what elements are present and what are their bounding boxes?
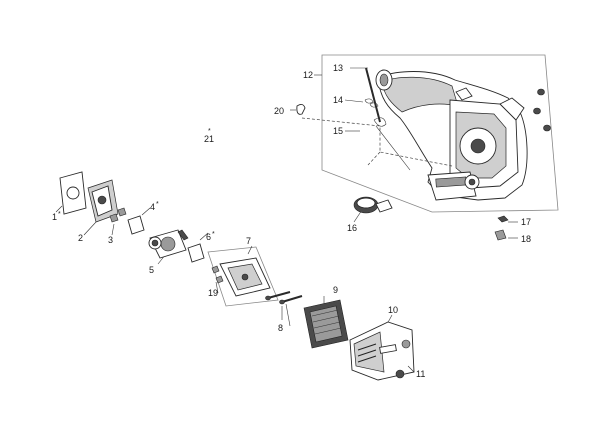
callout-18: 18 (521, 234, 531, 244)
screws-19 (211, 265, 224, 284)
callout-5: 5 (149, 265, 154, 275)
clip-20 (290, 103, 306, 115)
cap-16 (353, 196, 393, 223)
callout-16: 16 (347, 223, 357, 233)
callout-21: 21 (204, 134, 214, 144)
screw-17 (497, 215, 518, 223)
leader-lines (215, 74, 322, 327)
carburetor-5 (148, 229, 189, 265)
gasket-4 (127, 207, 151, 235)
air-filter-base-group (207, 245, 279, 307)
callout-21-star: * (208, 128, 211, 135)
callout-19: 19 (208, 288, 218, 298)
screw-3 (109, 207, 127, 236)
callout-2: 2 (78, 233, 83, 243)
callout-7: 7 (246, 236, 251, 246)
filter-cover-10 (349, 314, 415, 381)
gasket-6 (187, 232, 209, 263)
cable-route-dashed (301, 117, 453, 167)
callout-8: 8 (278, 323, 283, 333)
cable-15 (345, 117, 411, 171)
callout-1: 1 (52, 212, 57, 222)
callout-4: 4 (150, 202, 155, 212)
spring-14 (344, 98, 379, 108)
callout-15: 15 (333, 126, 343, 136)
callout-6-star: * (212, 231, 215, 238)
callout-9: 9 (333, 285, 338, 295)
air-filter-9 (303, 296, 349, 349)
callout-numbers: 1 * 2 3 4 * 5 6 * 7 8 9 10 11 12 13 14 1… (52, 63, 531, 379)
callout-11: 11 (416, 369, 425, 379)
callout-1-star: * (58, 211, 61, 218)
housing-grommets (533, 88, 551, 132)
callout-4-star: * (156, 201, 159, 208)
insulator-2 (83, 179, 119, 236)
screw-18 (494, 229, 518, 241)
gasket-1 (55, 171, 87, 215)
callout-17: 17 (521, 217, 531, 227)
callout-14: 14 (333, 95, 343, 105)
blower-housing-group-outline (321, 54, 559, 213)
callout-3: 3 (108, 235, 113, 245)
callout-13: 13 (333, 63, 343, 73)
callout-6: 6 (206, 232, 211, 242)
bolts-8 (265, 291, 303, 320)
blower-housing (375, 69, 528, 201)
callout-12: 12 (303, 70, 313, 80)
callout-20: 20 (274, 106, 284, 116)
throttle-rod-13 (350, 67, 381, 123)
screws-11 (395, 339, 415, 379)
callout-10: 10 (388, 305, 398, 315)
